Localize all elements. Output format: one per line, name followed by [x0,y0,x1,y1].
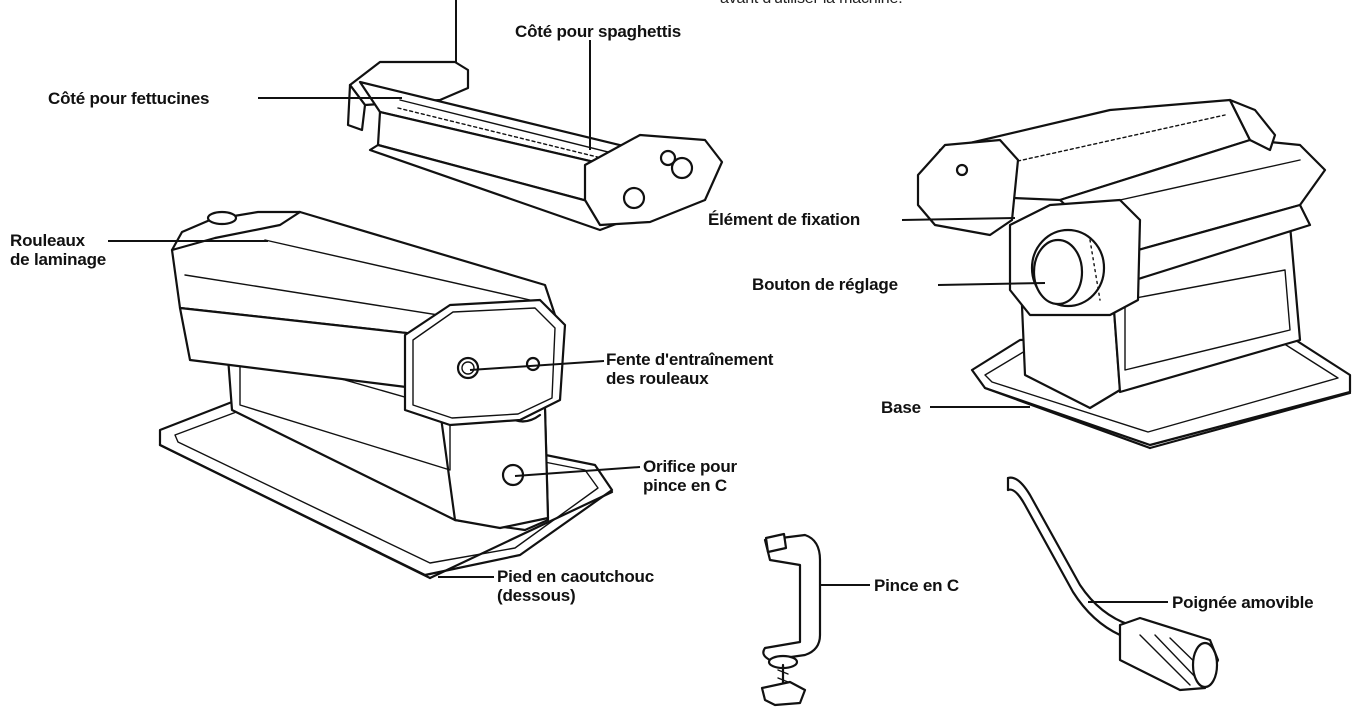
leader-knob [937,282,1046,286]
leader-clamp-hole [514,466,641,477]
label-rollers-line1: Rouleaux [10,231,85,250]
label-c-clamp-hole-line2: pince en C [643,476,727,495]
label-rubber-foot-line1: Pied en caoutchouc [497,567,654,586]
label-base: Base [881,398,921,417]
label-adjustment-knob: Bouton de réglage [752,275,898,294]
label-roller-drive-slot-line2: des rouleaux [606,369,709,388]
cutter-attachment [346,60,724,232]
leader-fastener [901,217,1016,221]
label-fastener: Élément de fixation [708,210,861,229]
leader-drive-slot [469,360,605,371]
label-roller-drive-slot-line1: Fente d'entraînement [606,350,774,369]
pasta-machine-left [158,210,614,580]
label-c-clamp-hole: Orifice pour pince en C [643,457,737,495]
label-rollers-line2: de laminage [10,250,107,269]
top-note: avant d'utiliser la machine. [720,0,903,8]
label-c-clamp: Pince en C [874,576,959,595]
label-fettuccine-side: Côté pour fettucines [48,89,210,108]
removable-handle [1006,476,1220,692]
c-clamp [760,532,822,707]
leader-lines [108,0,1168,603]
pasta-machine-right [916,98,1352,450]
label-rollers: Rouleaux de laminage [10,231,106,269]
label-c-clamp-hole-line1: Orifice pour [643,457,737,476]
label-rubber-foot: Pied en caoutchouc (dessous) [497,567,654,605]
label-spaghetti-side: Côté pour spaghettis [515,22,682,41]
label-removable-handle: Poignée amovible [1172,593,1314,612]
label-roller-drive-slot: Fente d'entraînement des rouleaux [606,350,773,388]
label-rubber-foot-line2: (dessous) [497,586,576,605]
